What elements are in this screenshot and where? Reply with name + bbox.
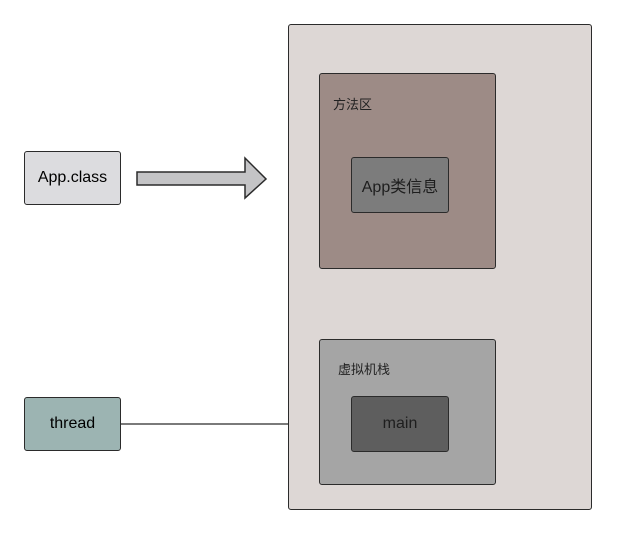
thread-node[interactable]: thread: [24, 397, 121, 451]
app-class-node[interactable]: App.class: [24, 151, 121, 205]
app-class-info-node[interactable]: App类信息: [351, 157, 449, 213]
thread-label: thread: [49, 415, 96, 432]
block-arrow-app-class-to-method-area: [136, 156, 268, 200]
app-class-info-label: App类信息: [361, 179, 439, 196]
vm-stack-label: 虚拟机栈: [338, 362, 391, 377]
main-frame-node[interactable]: main: [351, 396, 449, 452]
app-class-label: App.class: [37, 169, 108, 186]
main-frame-label: main: [382, 415, 418, 432]
method-area-label: 方法区: [333, 97, 373, 112]
